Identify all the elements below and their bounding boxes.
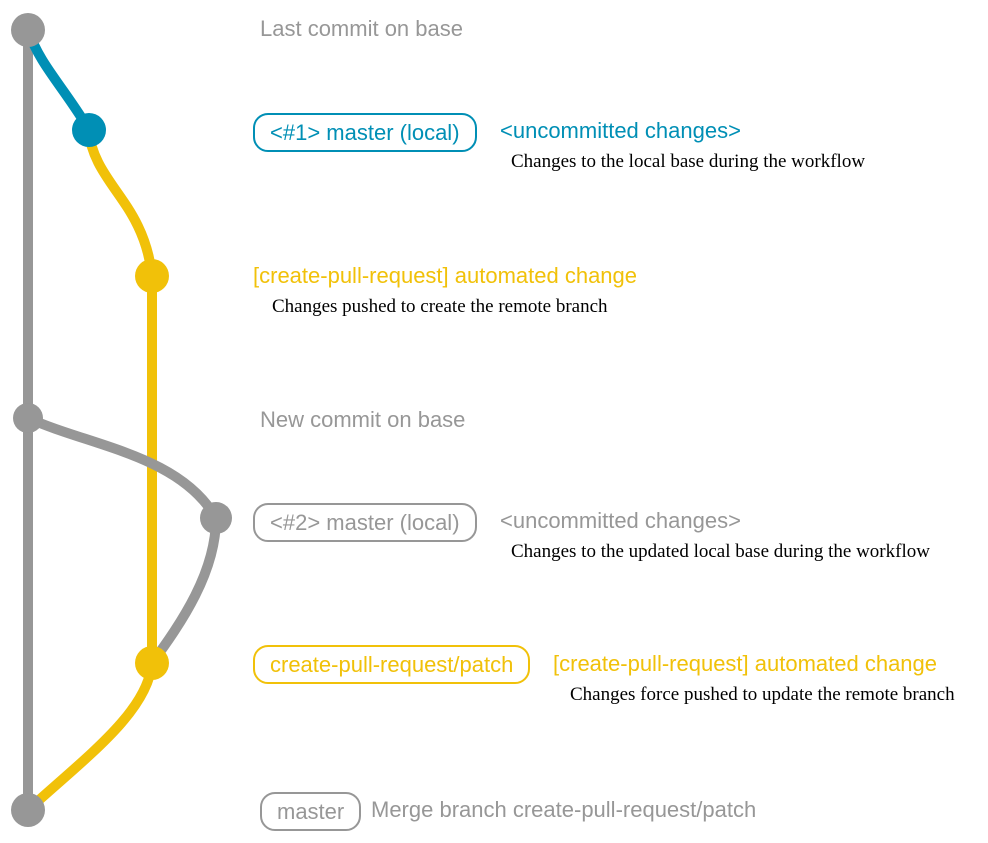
local-branch-curve-2 <box>23 413 221 523</box>
patch-merge-into-base-curve <box>23 658 157 815</box>
commit-dot-local-1 <box>72 113 106 147</box>
patch-branch-line <box>83 123 157 668</box>
commit-dot-local-2 <box>200 502 232 534</box>
commit-message-automated-1: [create-pull-request] automated change <box>253 263 638 288</box>
branch-badge-master: master <box>260 792 362 831</box>
local-branch-curve-1 <box>23 25 93 133</box>
commit-message-merge: Merge branch create-pull-request/patch <box>371 797 757 822</box>
commit-dot-patch-2 <box>135 646 169 680</box>
commit-dot-patch-1 <box>135 259 169 293</box>
local-merge-into-patch-curve <box>147 513 221 668</box>
commit-message-automated-2: [create-pull-request] automated change <box>553 651 938 676</box>
commit-message-uncommitted-1: <uncommitted changes> <box>500 118 741 143</box>
branch-badge-master-local-1: <#1> master (local) <box>253 113 477 152</box>
commit-dot-last-base <box>11 13 45 47</box>
commit-description-uncommitted-2: Changes to the updated local base during… <box>511 541 930 562</box>
label-last-commit-on-base: Last commit on base <box>260 16 463 41</box>
commit-description-automated-1: Changes pushed to create the remote bran… <box>272 296 608 317</box>
commit-message-uncommitted-2: <uncommitted changes> <box>500 508 741 533</box>
branch-badge-master-local-2: <#2> master (local) <box>253 503 477 542</box>
commit-dot-new-base <box>13 403 43 433</box>
commit-description-uncommitted-1: Changes to the local base during the wor… <box>511 151 866 172</box>
label-new-commit-on-base: New commit on base <box>260 407 466 432</box>
branch-badge-patch: create-pull-request/patch <box>253 645 531 684</box>
commit-dot-merge <box>11 793 45 827</box>
commit-description-automated-2: Changes force pushed to update the remot… <box>570 684 955 705</box>
